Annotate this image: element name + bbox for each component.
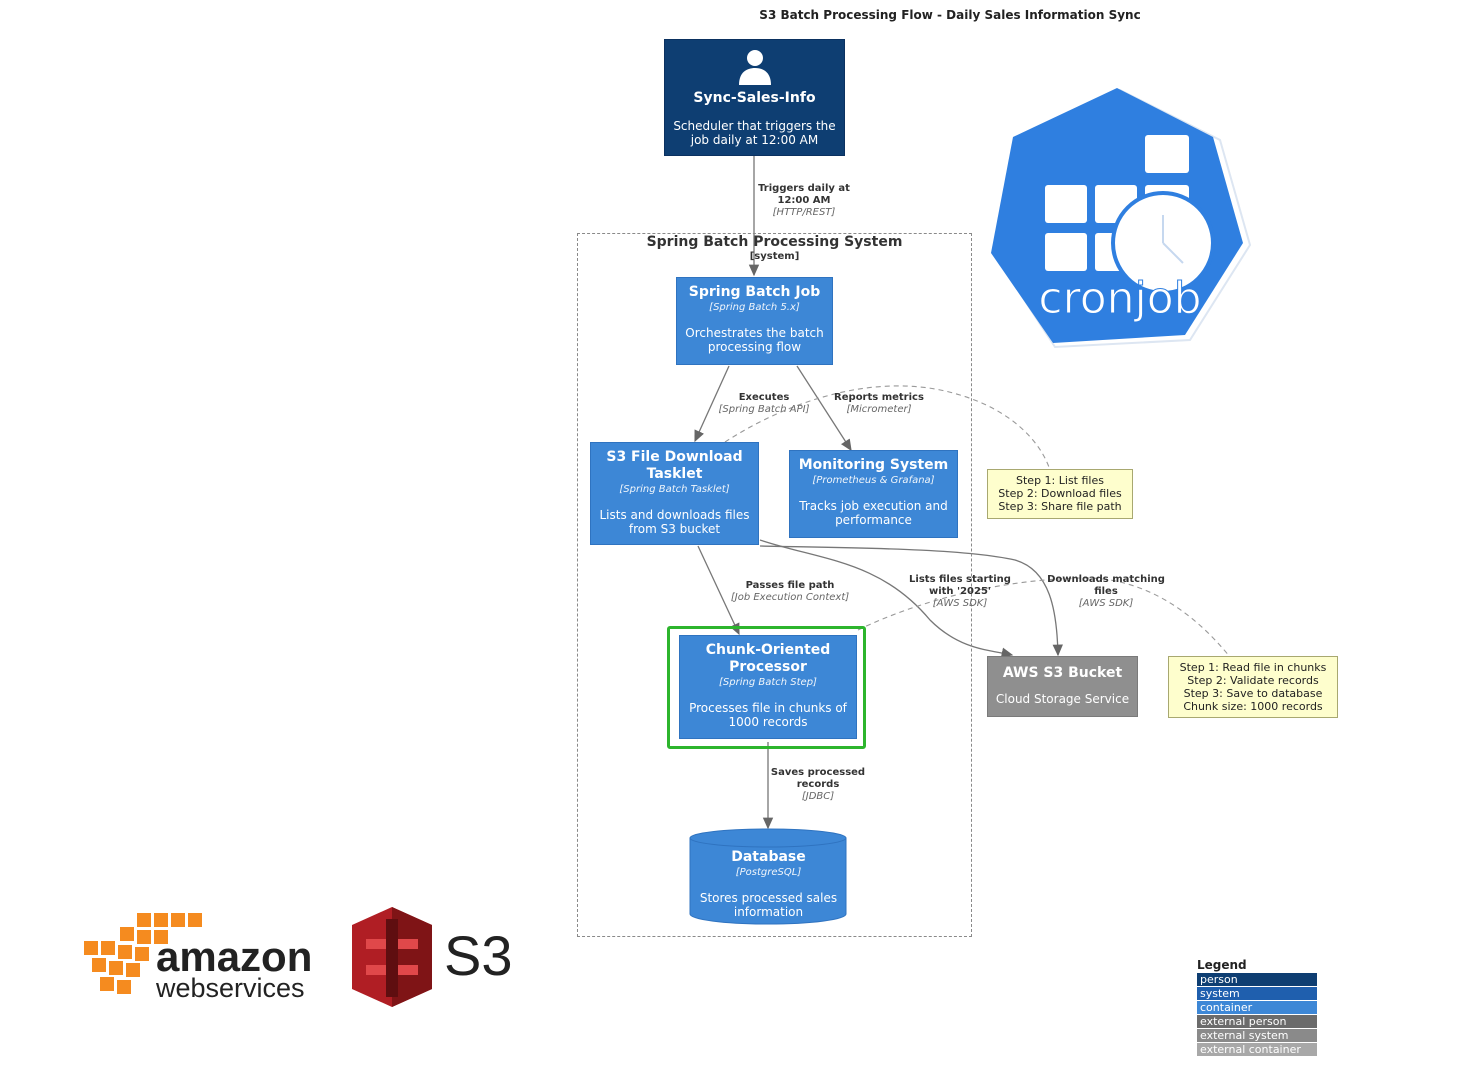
node-title: Spring Batch Job xyxy=(688,284,821,300)
note-line: Chunk size: 1000 records xyxy=(1183,700,1323,713)
node-database[interactable]: Database [PostgreSQL] Stores processed s… xyxy=(690,846,847,920)
s3-logo-text: S3 xyxy=(444,924,513,987)
legend-item: external system xyxy=(1197,1029,1317,1042)
note-line: Step 3: Save to database xyxy=(1183,687,1323,700)
edge-label-text: Saves processed records xyxy=(770,767,866,790)
cronjob-logo: cronjob xyxy=(991,88,1252,349)
person-icon xyxy=(738,50,771,85)
edge-label-saves: Saves processed records [JDBC] xyxy=(766,767,870,803)
node-tech: [PostgreSQL] xyxy=(735,867,802,878)
node-tech: [Spring Batch Step] xyxy=(719,677,817,688)
edge-label-text: Triggers daily at 12:00 AM xyxy=(758,183,850,206)
edge-label-tech: [AWS SDK] xyxy=(932,598,988,609)
node-title: S3 File Download Tasklet xyxy=(606,449,743,482)
edge-reports xyxy=(796,365,852,452)
note-line: Step 1: List files xyxy=(1016,474,1104,487)
node-title: Monitoring System xyxy=(798,457,949,473)
edge-label-tech: [HTTP/REST] xyxy=(772,207,836,218)
edge-label-reports: Reports metrics [Micrometer] xyxy=(826,392,932,416)
edge-label-tech: [Micrometer] xyxy=(846,404,912,415)
edge-label-text: Lists files starting with '2025' xyxy=(909,574,1011,597)
note-line: Step 2: Validate records xyxy=(1187,674,1319,687)
edge-label-text: Passes file path xyxy=(745,580,835,591)
edge-downloads xyxy=(759,545,1063,657)
note-link-processor xyxy=(857,577,1231,658)
node-spring-batch-job[interactable]: Spring Batch Job [Spring Batch 5.x] Orch… xyxy=(676,277,833,365)
note-line: Step 3: Share file path xyxy=(998,500,1122,513)
edge-label-passes: Passes file path [Job Execution Context] xyxy=(722,580,858,604)
boundary-title: Spring Batch Processing System xyxy=(646,234,903,250)
node-s3-download-tasklet[interactable]: S3 File Download Tasklet [Spring Batch T… xyxy=(590,442,759,545)
node-monitoring-system[interactable]: Monitoring System [Prometheus & Grafana]… xyxy=(789,450,958,538)
node-tech: [Spring Batch 5.x] xyxy=(709,302,800,313)
legend-title: Legend xyxy=(1197,958,1247,972)
node-desc: Tracks job execution and performance xyxy=(799,499,948,527)
edge-label-downloads: Downloads matching files [AWS SDK] xyxy=(1042,574,1170,610)
database-shape xyxy=(689,828,847,925)
legend-item: person xyxy=(1197,973,1317,986)
node-title: Sync-Sales-Info xyxy=(693,90,816,106)
edge-label-text: Reports metrics xyxy=(834,392,924,403)
node-desc: Scheduler that triggers the job daily at… xyxy=(673,119,836,147)
edge-passes xyxy=(697,545,740,636)
edge-label-text: Executes xyxy=(738,392,790,403)
note-link-tasklet xyxy=(724,385,1051,471)
node-title: Chunk-Oriented Processor xyxy=(705,642,831,675)
edge-label-text: Downloads matching files xyxy=(1047,574,1165,597)
node-desc: Processes file in chunks of 1000 records xyxy=(689,701,847,729)
note-processor-steps: Step 1: Read file in chunks Step 2: Vali… xyxy=(1168,656,1338,718)
edge-executes xyxy=(694,365,730,443)
node-sync-sales-info[interactable]: Sync-Sales-Info Scheduler that triggers … xyxy=(664,39,845,156)
system-boundary xyxy=(577,233,972,937)
edge-lists xyxy=(759,539,1014,658)
legend-item: external container xyxy=(1197,1043,1317,1056)
edge-label-tech: [Job Execution Context] xyxy=(730,592,850,603)
node-title: AWS S3 Bucket xyxy=(1002,665,1123,681)
node-tech: [Spring Batch Tasklet] xyxy=(619,484,730,495)
node-desc: Cloud Storage Service xyxy=(995,692,1130,706)
node-chunk-processor[interactable]: Chunk-Oriented Processor [Spring Batch S… xyxy=(679,635,857,739)
node-desc: Stores processed sales information xyxy=(699,891,838,919)
edge-label-triggers: Triggers daily at 12:00 AM [HTTP/REST] xyxy=(752,183,856,219)
node-title: Database xyxy=(731,849,806,865)
cronjob-logo-text: cronjob xyxy=(1038,273,1201,324)
edge-label-tech: [AWS SDK] xyxy=(1078,598,1134,609)
processor-highlight xyxy=(667,626,866,749)
edge-label-tech: [Spring Batch API] xyxy=(718,404,810,415)
diagram-title: S3 Batch Processing Flow - Daily Sales I… xyxy=(759,8,1141,22)
node-tech: [Prometheus & Grafana] xyxy=(812,475,935,486)
node-aws-s3-bucket[interactable]: AWS S3 Bucket Cloud Storage Service xyxy=(987,656,1138,717)
boundary-type: [system] xyxy=(749,251,800,262)
note-line: Step 1: Read file in chunks xyxy=(1179,661,1327,674)
edge-label-tech: [JDBC] xyxy=(801,791,835,802)
s3-logo: S3 xyxy=(352,907,513,1007)
node-desc: Orchestrates the batch processing flow xyxy=(685,326,824,354)
legend-item: system xyxy=(1197,987,1317,1000)
node-desc: Lists and downloads files from S3 bucket xyxy=(599,508,750,536)
note-tasklet-steps: Step 1: List files Step 2: Download file… xyxy=(987,469,1133,519)
legend-item: container xyxy=(1197,1001,1317,1014)
note-line: Step 2: Download files xyxy=(998,487,1122,500)
edge-label-lists: Lists files starting with '2025' [AWS SD… xyxy=(904,574,1016,610)
aws-logo-subtext: webservices xyxy=(155,973,305,1003)
aws-logo-text: amazon xyxy=(156,933,312,980)
aws-logo: amazon webservices xyxy=(84,913,312,1003)
legend-item: external person xyxy=(1197,1015,1317,1028)
edge-label-executes: Executes [Spring Batch API] xyxy=(712,392,816,416)
